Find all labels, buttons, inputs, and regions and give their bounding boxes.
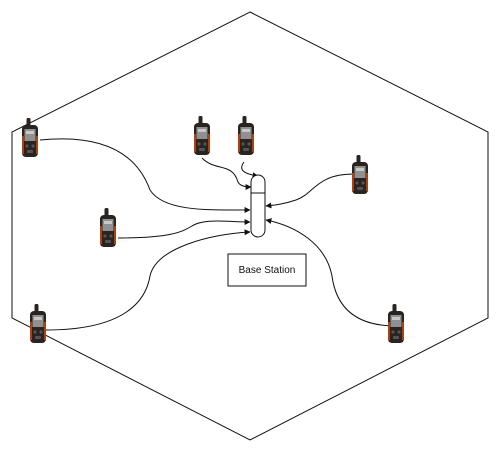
link-top-center	[242, 162, 258, 176]
base-station-label: Base Station	[239, 265, 296, 276]
handheld-gps-icon	[100, 208, 116, 247]
handheld-gps-icon	[194, 116, 210, 155]
cell-hexagon	[12, 12, 488, 440]
base-station-antenna	[251, 175, 265, 237]
handheld-gps-icon	[352, 155, 368, 194]
handheld-gps-icon	[238, 116, 254, 155]
handheld-gps-icon	[22, 118, 38, 157]
link-right	[266, 174, 354, 206]
connection-lines	[40, 139, 396, 330]
link-middle-left	[118, 221, 250, 238]
handheld-gps-icon	[388, 304, 404, 343]
link-bottom-left	[46, 232, 250, 330]
handheld-gps-icon	[30, 304, 46, 343]
link-far-left	[40, 139, 250, 210]
